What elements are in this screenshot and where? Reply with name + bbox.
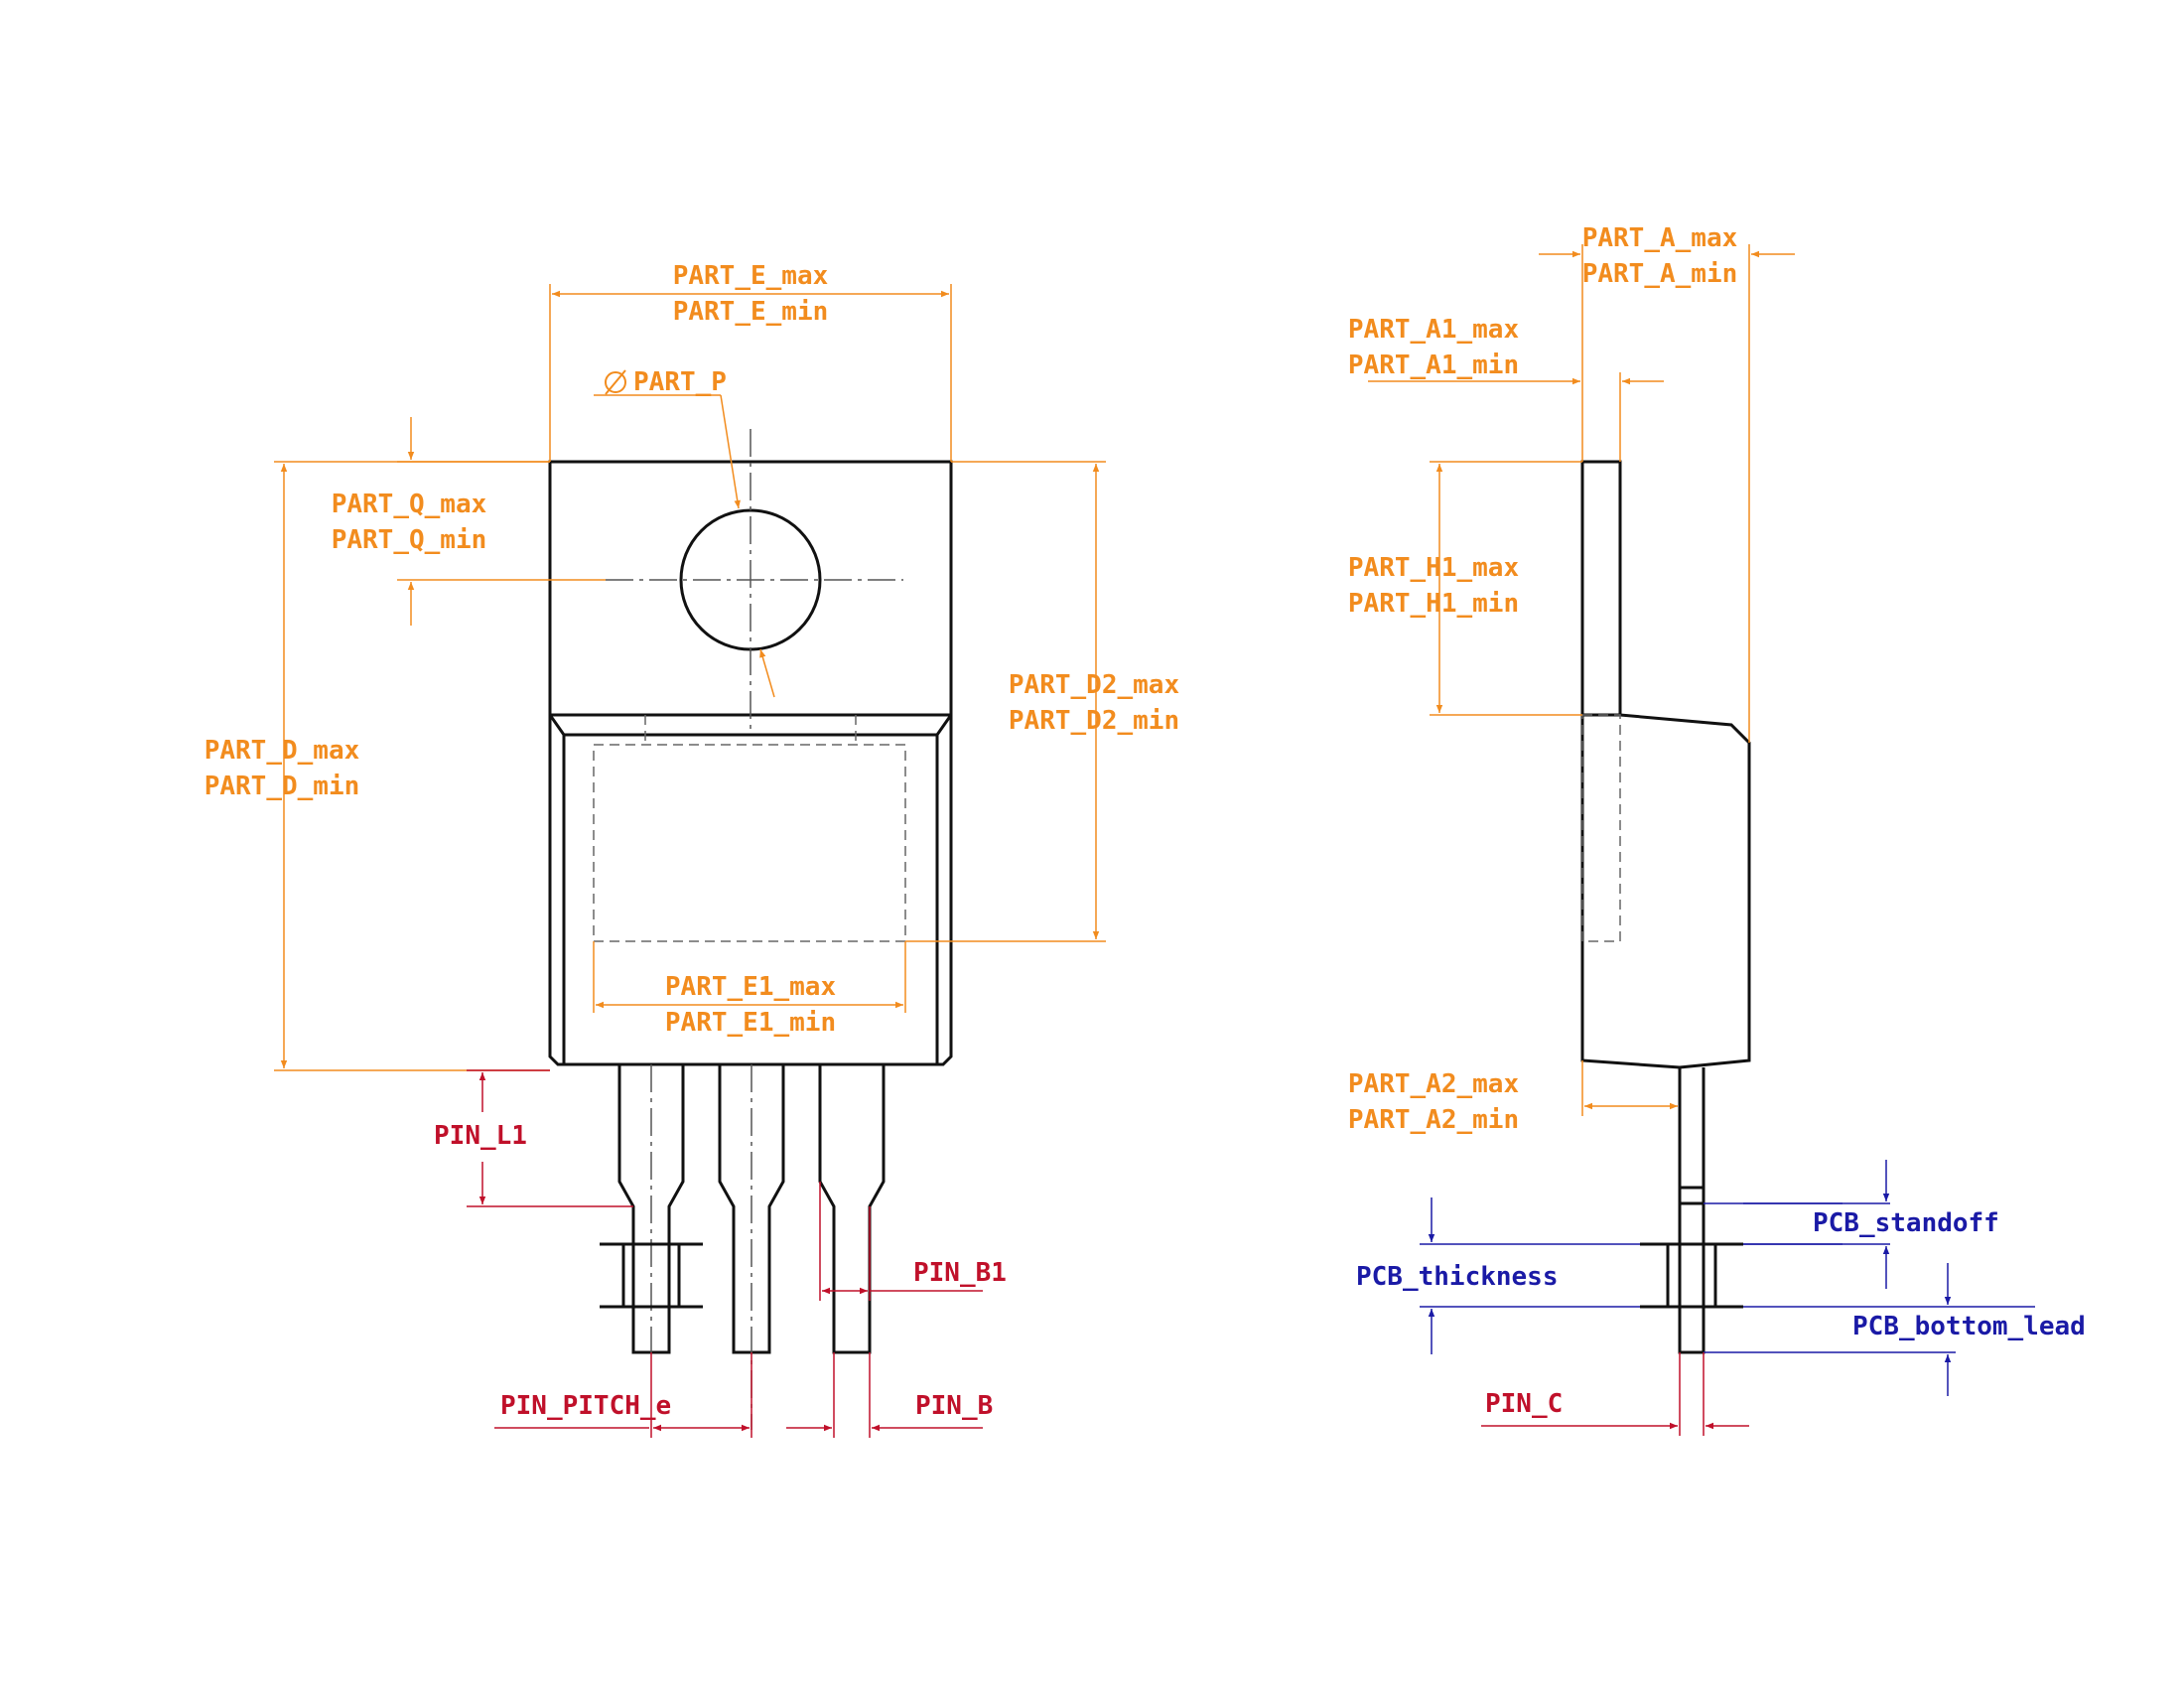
pcb-hole-front <box>621 1244 681 1307</box>
part-p-leader-arrow <box>759 648 775 698</box>
label-part-d-max: PART_D_max <box>205 736 360 766</box>
side-hidden-pad <box>1581 714 1621 942</box>
label-part-q-min: PART_Q_min <box>332 525 487 555</box>
side-tab-outline <box>1580 460 1622 717</box>
label-part-a1-min: PART_A1_min <box>1348 351 1519 380</box>
label-part-q-max: PART_Q_max <box>332 490 487 519</box>
label-part-h1-max: PART_H1_max <box>1348 553 1519 583</box>
front-view <box>274 284 1106 1438</box>
side-body-outline <box>1580 713 1751 1069</box>
label-pcb-standoff: PCB_standoff <box>1813 1208 1999 1238</box>
diameter-icon <box>605 371 626 393</box>
label-part-e-min: PART_E_min <box>673 297 829 327</box>
label-part-d-min: PART_D_min <box>205 772 360 801</box>
label-part-h1-min: PART_H1_min <box>1348 589 1519 619</box>
label-part-a-max: PART_A_max <box>1582 223 1738 253</box>
label-part-a-min: PART_A_min <box>1582 259 1738 289</box>
label-part-d2-max: PART_D2_max <box>1009 670 1179 700</box>
label-part-a2-max: PART_A2_max <box>1348 1069 1519 1099</box>
labels: PART_E_max PART_E_min PART_P PART_Q_max … <box>205 223 2086 1421</box>
lead-right <box>818 1064 886 1354</box>
label-part-p: PART_P <box>633 367 727 397</box>
label-pin-pitch-e: PIN_PITCH_e <box>500 1391 671 1421</box>
label-pin-b: PIN_B <box>915 1391 993 1421</box>
pcb-hole-side <box>1666 1244 1717 1307</box>
diameter-icon <box>605 369 626 395</box>
label-part-a1-max: PART_A1_max <box>1348 315 1519 345</box>
label-part-e1-min: PART_E1_min <box>665 1008 836 1038</box>
label-pin-b1: PIN_B1 <box>913 1258 1007 1288</box>
label-pcb-thickness: PCB_thickness <box>1356 1262 1559 1292</box>
hidden-pad <box>593 744 906 942</box>
front-body-chamfer <box>548 714 953 737</box>
label-pcb-bottom-lead: PCB_bottom_lead <box>1852 1312 2086 1341</box>
label-pin-c: PIN_C <box>1485 1389 1563 1419</box>
label-part-e1-max: PART_E1_max <box>665 972 836 1002</box>
part-p-leader-arrow <box>720 394 741 509</box>
label-part-e-max: PART_E_max <box>673 261 829 291</box>
side-view <box>1368 244 2035 1436</box>
label-pin-l1: PIN_L1 <box>434 1121 527 1151</box>
side-lead <box>1678 1067 1706 1354</box>
label-part-a2-min: PART_A2_min <box>1348 1105 1519 1135</box>
label-part-d2-min: PART_D2_min <box>1009 706 1179 736</box>
